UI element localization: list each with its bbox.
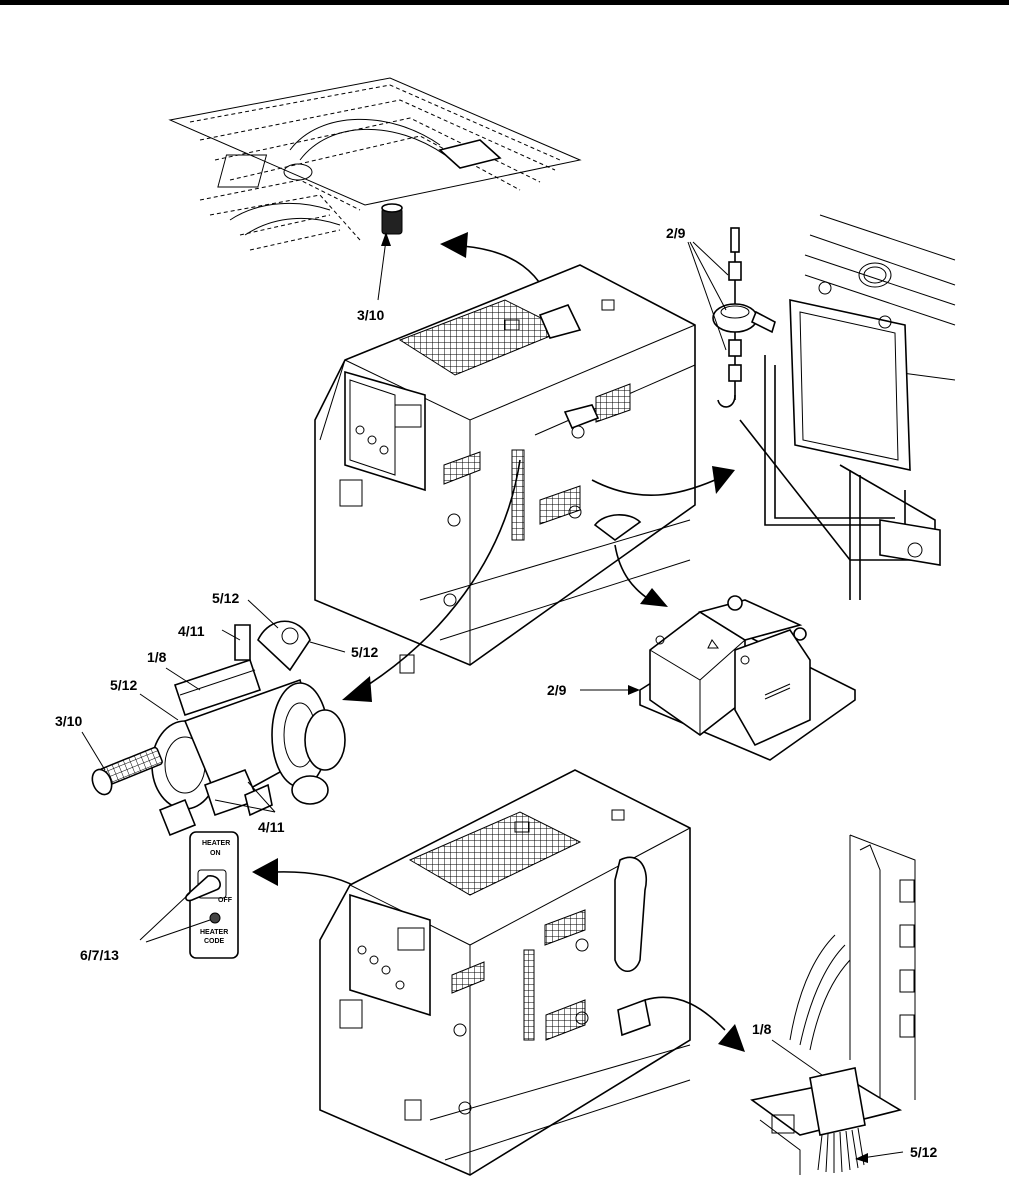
mounting-bracket-detail	[739, 214, 956, 600]
leader-5-12-a	[247, 599, 279, 629]
arrowhead	[718, 1024, 745, 1052]
leader-4-11-b1	[247, 781, 276, 813]
callout-1-8-a: 1/8	[147, 649, 167, 665]
curved-arrow-to-heater	[359, 459, 521, 691]
callout-6-7-13: 6/7/13	[80, 947, 119, 963]
leader-1-8-a	[165, 667, 201, 691]
callout-5-12-a: 5/12	[212, 590, 239, 606]
arrowhead	[440, 232, 468, 258]
switch-label-heater: HEATER	[202, 840, 230, 847]
exhaust-floor-detail	[168, 77, 582, 251]
control-module-detail	[750, 834, 916, 1175]
curved-arrow-to-module	[644, 996, 726, 1031]
heater-assembly-detail	[91, 620, 346, 837]
leader-4-11-a	[221, 629, 241, 641]
callout-2-9-top: 2/9	[666, 225, 686, 241]
leader-arrow	[855, 1153, 868, 1163]
switch-label-on: ON	[210, 850, 221, 857]
callout-4-11-b: 4/11	[258, 819, 285, 835]
leader-arrow	[628, 685, 640, 695]
curved-arrow-to-filter	[591, 479, 716, 496]
top-border-rule	[0, 0, 1009, 5]
leader-6-7-13-b	[145, 919, 211, 943]
leader-5-12-d	[861, 1151, 904, 1159]
arrowhead	[712, 466, 735, 494]
switch-label-off: OFF	[218, 897, 233, 904]
callout-5-12-d: 5/12	[910, 1144, 937, 1160]
leader-3-10-top	[377, 239, 387, 301]
arrowhead	[640, 588, 668, 607]
leader-2-9-a	[692, 241, 729, 276]
leader-1-8-b	[771, 1039, 823, 1076]
generator-set-bottom	[319, 769, 691, 1176]
generator-set-top	[314, 264, 696, 674]
heater-switch-panel: HEATER ON OFF HEATER CODE	[185, 831, 239, 959]
switch-label-heater-code-1: HEATER	[200, 929, 228, 936]
callout-5-12-b: 5/12	[110, 677, 137, 693]
callout-3-10-left: 3/10	[55, 713, 82, 729]
arrowhead	[252, 858, 278, 886]
leader-arrow	[381, 232, 391, 246]
switch-label-heater-code-2: CODE	[204, 938, 225, 945]
leader-4-11-b2	[214, 799, 276, 813]
leader-3-10-left	[81, 731, 106, 771]
callout-1-8-b: 1/8	[752, 1021, 772, 1037]
leader-5-12-b	[139, 693, 179, 721]
leader-2-9-c	[687, 241, 727, 351]
callout-2-9-battery: 2/9	[547, 682, 567, 698]
callout-4-11-a: 4/11	[178, 623, 205, 639]
callout-3-10-top: 3/10	[357, 307, 384, 323]
leader-5-12-c	[309, 641, 346, 653]
arrowhead	[342, 676, 372, 702]
leader-2-9-b	[689, 241, 727, 311]
battery-detail	[639, 595, 856, 761]
leader-6-7-13-a	[139, 892, 191, 941]
fuel-filter-detail	[712, 227, 776, 408]
callout-5-12-c: 5/12	[351, 644, 378, 660]
